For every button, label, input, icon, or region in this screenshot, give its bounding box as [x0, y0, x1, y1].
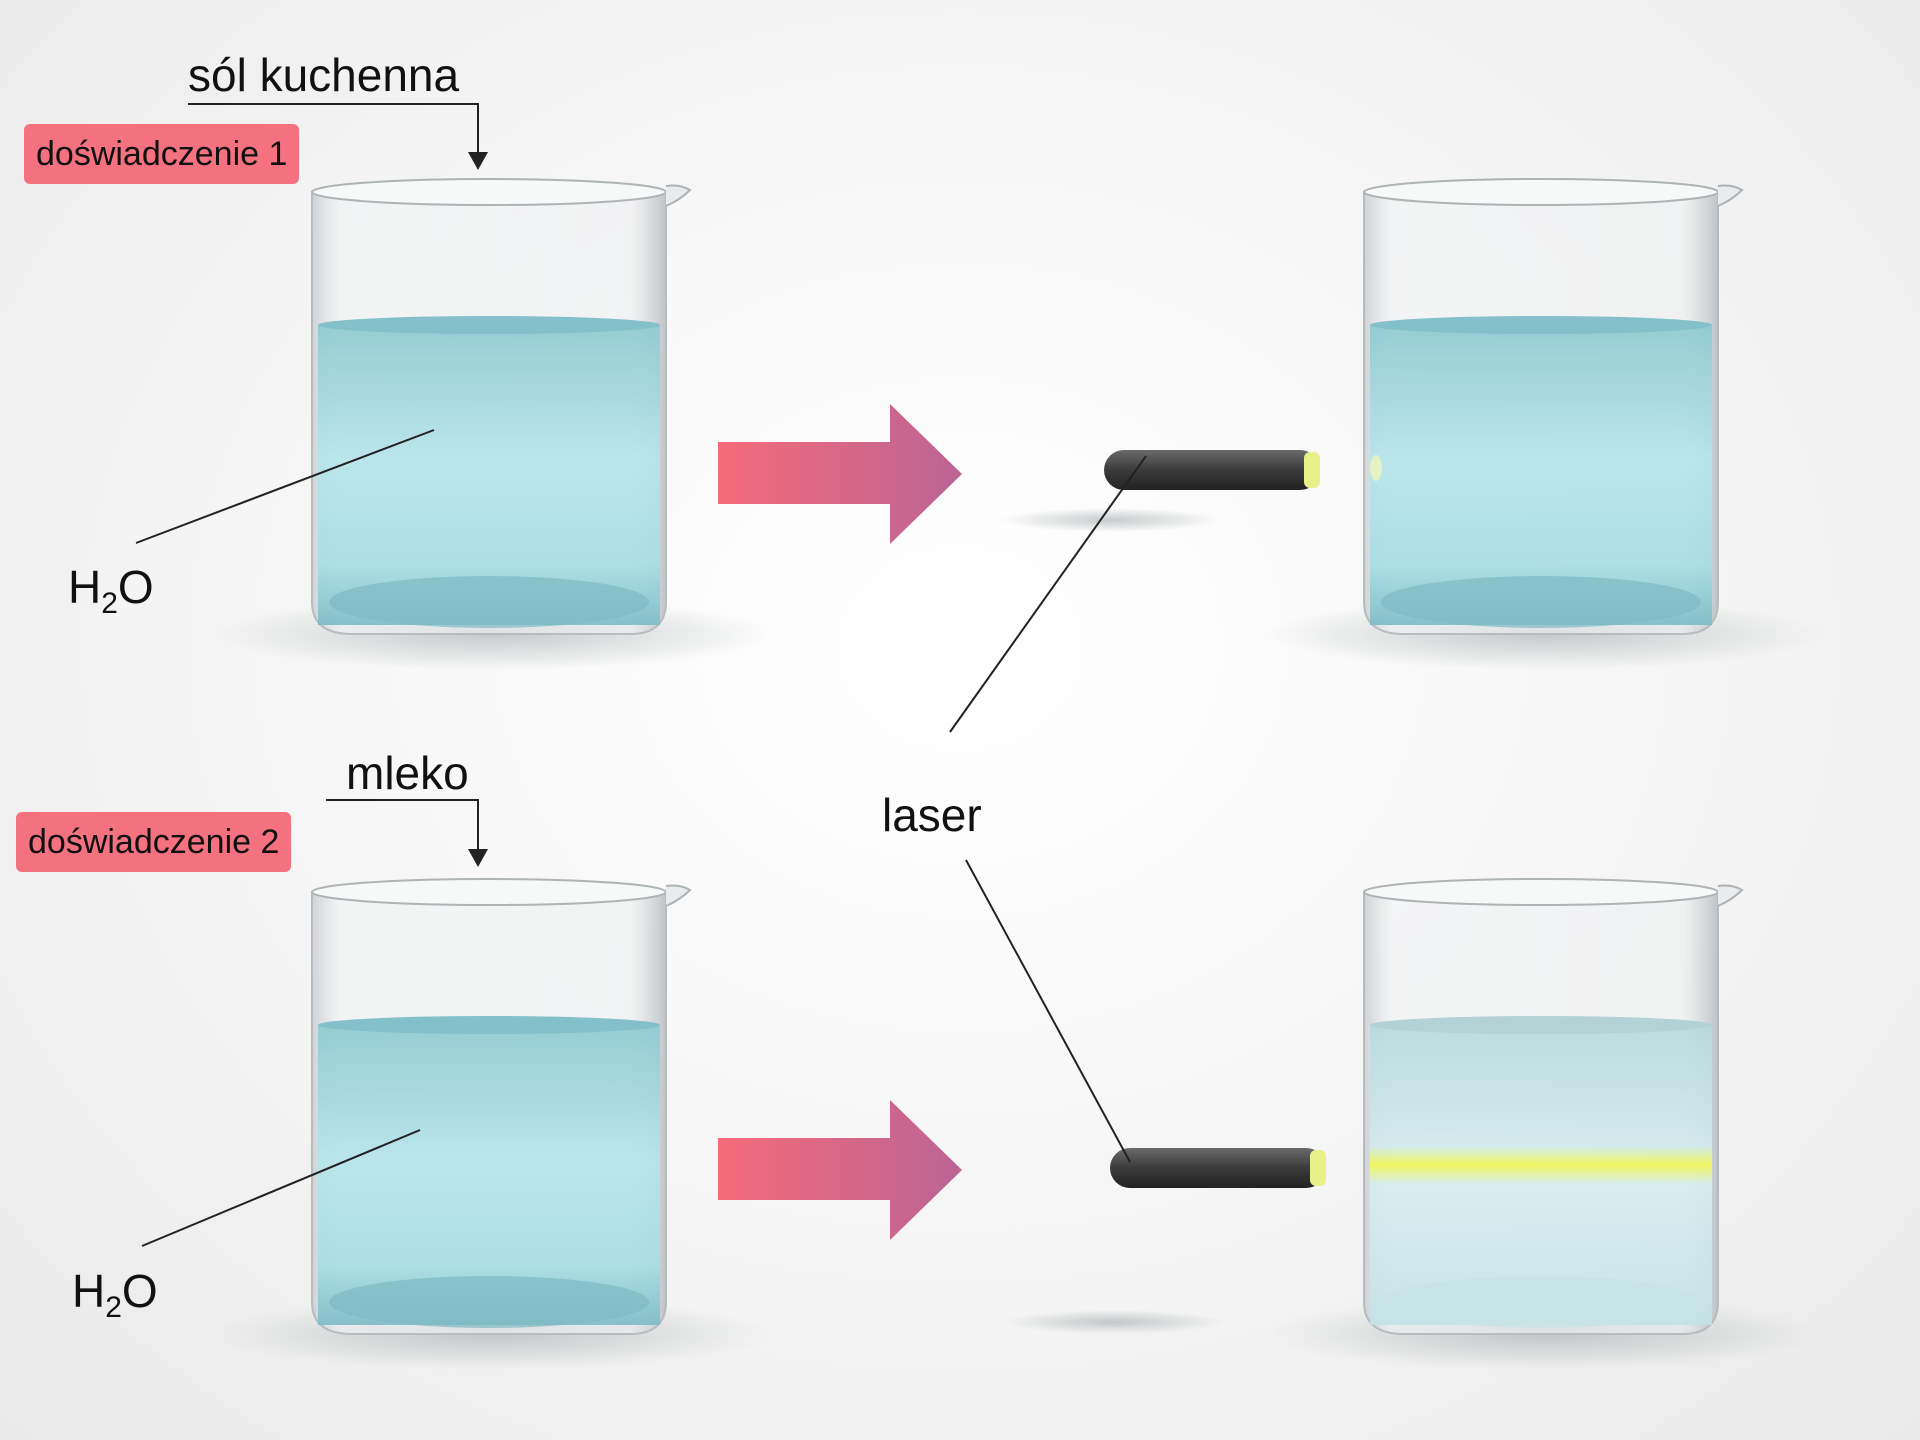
label-water-exp1: H2O: [68, 561, 154, 620]
label-added-substance-exp2: mleko: [346, 747, 469, 799]
label-laser: laser: [882, 789, 982, 841]
label-water-exp2: H2O: [72, 1265, 158, 1324]
beaker-exp1-before: [211, 178, 773, 671]
label-added-substance-exp1: sól kuchenna: [188, 49, 460, 101]
laser-device-exp1: [1000, 450, 1320, 532]
leader-lines: [135, 103, 1147, 1247]
beaker-exp2-after: [1263, 878, 1825, 1371]
badge-experiment-1: doświadczenie 1: [24, 124, 300, 184]
laser-device-exp2: [1004, 1148, 1326, 1334]
arrow-right-icon: [718, 1100, 962, 1240]
arrow-right-icon: [718, 404, 962, 544]
laser-beam: [1370, 1146, 1712, 1184]
arrow-down-icon: [468, 152, 488, 867]
beaker-exp1-after: [1263, 178, 1825, 671]
badge-experiment-2: doświadczenie 2: [16, 812, 292, 872]
beaker-exp2-before: [211, 878, 773, 1371]
